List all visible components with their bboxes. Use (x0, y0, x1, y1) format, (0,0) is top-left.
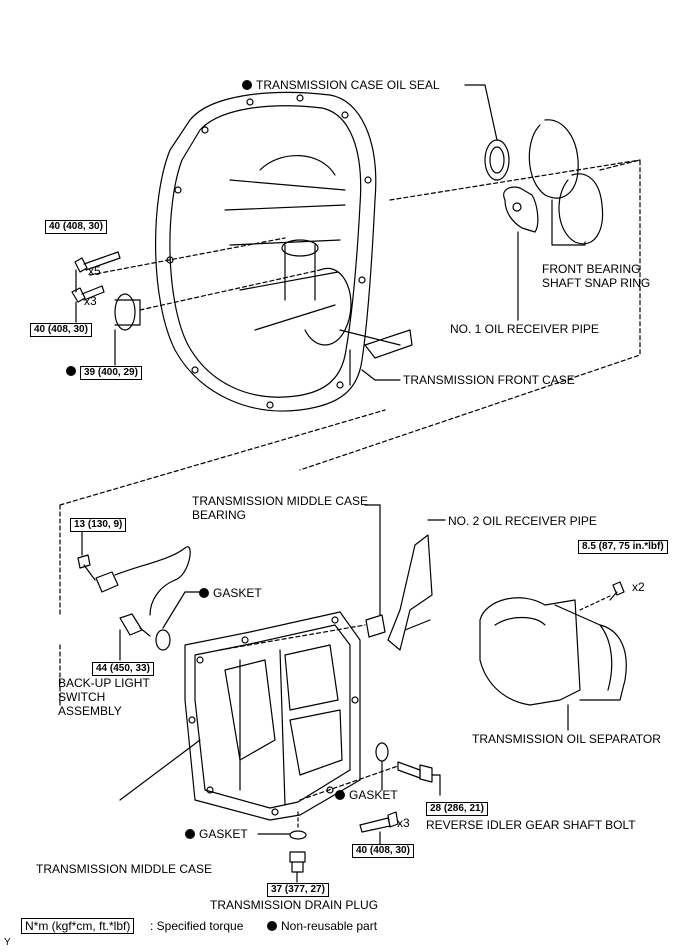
label-front-case: TRANSMISSION FRONT CASE (403, 373, 575, 387)
torque-separator-bolt: 8.5 (87, 75 in.*lbf) (578, 540, 668, 554)
reverse-idler-bolt-drawing (397, 761, 441, 796)
gasket-ring-3 (289, 830, 307, 840)
middle-bolts-drawing (359, 811, 399, 833)
legend-non-reusable: Non-reusable part (267, 919, 377, 933)
non-reusable-dot (242, 80, 252, 90)
case-oil-seal-drawing (464, 84, 510, 181)
front-bolts-drawing (71, 251, 121, 323)
label-no2-oil-receiver-pipe: NO. 2 OIL RECEIVER PIPE (448, 514, 597, 528)
label-gasket-2: GASKET (335, 788, 398, 802)
label-plug-torque-front: 39 (400, 29) (66, 364, 142, 380)
torque-bolt-x3-front: 40 (408, 30) (30, 323, 92, 337)
torque-reverse-idler: 28 (286, 21) (426, 802, 488, 816)
label-backup-light-switch: BACK-UP LIGHT SWITCH ASSEMBLY (58, 676, 150, 718)
label-front-bearing-snap-ring: FRONT BEARING SHAFT SNAP RING (542, 262, 651, 290)
front-case-drawing (154, 91, 413, 412)
label-middle-case: TRANSMISSION MIDDLE CASE (36, 862, 213, 876)
middle-case-bearing-drawing (364, 504, 386, 638)
label-middle-case-bearing: TRANSMISSION MIDDLE CASE BEARING (192, 494, 369, 522)
legend-unit-box: N*m (kgf*cm, ft.*lbf) (21, 918, 135, 934)
qty-x3-middle: x3 (397, 816, 410, 830)
oil-separator-drawing (479, 597, 627, 731)
label-drain-plug: TRANSMISSION DRAIN PLUG (210, 898, 379, 912)
non-reusable-dot (66, 366, 76, 376)
legend-specified-torque: : Specified torque (150, 919, 244, 933)
gasket-ring-2 (375, 742, 389, 762)
torque-switch-bolt: 13 (130, 9) (70, 518, 127, 532)
corner-mark: Y (4, 937, 11, 948)
label-case-oil-seal: TRANSMISSION CASE OIL SEAL (242, 78, 440, 92)
non-reusable-dot (185, 829, 195, 839)
qty-x5: x5 (88, 264, 101, 278)
drain-plug-drawing (289, 851, 306, 883)
qty-x2: x2 (632, 580, 645, 594)
torque-bolt-x5: 40 (408, 30) (45, 220, 107, 234)
label-no1-oil-receiver-pipe: NO. 1 OIL RECEIVER PIPE (450, 322, 599, 336)
no1-oil-receiver-pipe-drawing (503, 186, 539, 321)
label-oil-separator: TRANSMISSION OIL SEPARATOR (472, 732, 661, 746)
non-reusable-dot (199, 588, 209, 598)
label-gasket-1: GASKET (199, 586, 262, 600)
qty-x3-front: x3 (84, 294, 97, 308)
non-reusable-dot (267, 921, 277, 931)
torque-switch: 44 (450, 33) (92, 662, 154, 676)
non-reusable-dot (335, 790, 345, 800)
label-reverse-idler-bolt: REVERSE IDLER GEAR SHAFT BOLT (426, 818, 636, 832)
snap-ring-drawing (528, 119, 604, 246)
label-gasket-3: GASKET (185, 827, 248, 841)
backup-light-switch-drawing (77, 546, 191, 661)
torque-drain-plug: 37 (377, 27) (267, 883, 329, 897)
torque-bolt-x3-middle: 40 (408, 30) (352, 844, 414, 858)
middle-case-drawing (119, 611, 361, 821)
front-plug-drawing (114, 293, 141, 366)
gasket-ring-1 (155, 629, 171, 651)
no2-oil-receiver-pipe-drawing (387, 519, 446, 651)
